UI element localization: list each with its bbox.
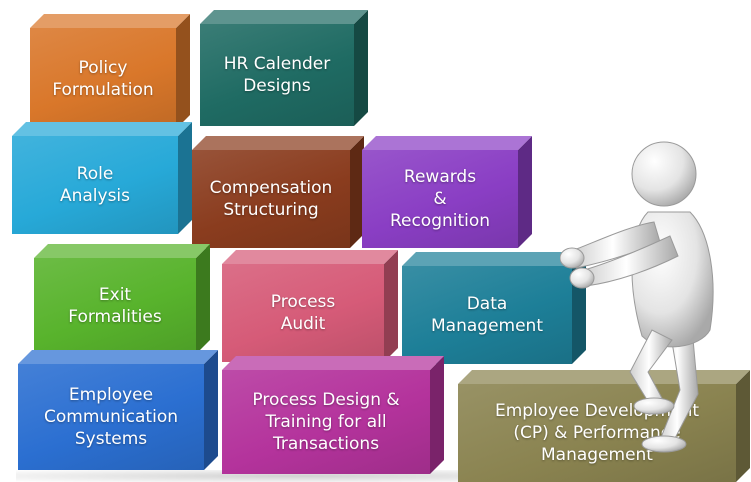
block-side-face — [350, 136, 364, 248]
block-label: HR Calender Designs — [200, 24, 354, 126]
block-exit-formalities: Exit Formalities — [34, 244, 210, 354]
block-data-management: Data Management — [402, 252, 586, 364]
block-label: Role Analysis — [12, 136, 178, 234]
block-top-face — [222, 250, 398, 264]
block-process-audit: Process Audit — [222, 250, 398, 362]
block-top-face — [30, 14, 190, 28]
block-employee-communication-systems: Employee Communication Systems — [18, 350, 218, 470]
block-role-analysis: Role Analysis — [12, 122, 192, 234]
block-side-face — [178, 122, 192, 234]
block-side-face — [736, 370, 750, 482]
block-compensation-structuring: Compensation Structuring — [192, 136, 364, 248]
block-side-face — [384, 250, 398, 362]
block-process-design-training: Process Design & Training for all Transa… — [222, 356, 444, 474]
block-top-face — [34, 244, 210, 258]
block-top-face — [222, 356, 444, 370]
block-side-face — [354, 10, 368, 126]
block-policy-formulation: Policy Formulation — [30, 14, 190, 129]
block-rewards-recognition: Rewards & Recognition — [362, 136, 532, 248]
block-top-face — [362, 136, 532, 150]
block-label: Compensation Structuring — [192, 150, 350, 248]
block-side-face — [518, 136, 532, 248]
block-top-face — [192, 136, 364, 150]
block-hr-calender-designs: HR Calender Designs — [200, 10, 368, 126]
block-label: Process Audit — [222, 264, 384, 362]
block-side-face — [196, 244, 210, 354]
ground-shadow — [16, 470, 576, 482]
block-top-face — [18, 350, 218, 364]
pushing-person-figure-icon — [560, 141, 714, 453]
block-side-face — [204, 350, 218, 470]
block-top-face — [12, 122, 192, 136]
block-label: Exit Formalities — [34, 258, 196, 354]
block-label: Process Design & Training for all Transa… — [222, 370, 430, 474]
block-side-face — [430, 356, 444, 474]
block-side-face — [176, 14, 190, 129]
block-top-face — [402, 252, 586, 266]
block-label: Rewards & Recognition — [362, 150, 518, 248]
block-label: Policy Formulation — [30, 28, 176, 129]
block-top-face — [200, 10, 368, 24]
block-label: Data Management — [402, 266, 572, 364]
block-label: Employee Communication Systems — [18, 364, 204, 470]
